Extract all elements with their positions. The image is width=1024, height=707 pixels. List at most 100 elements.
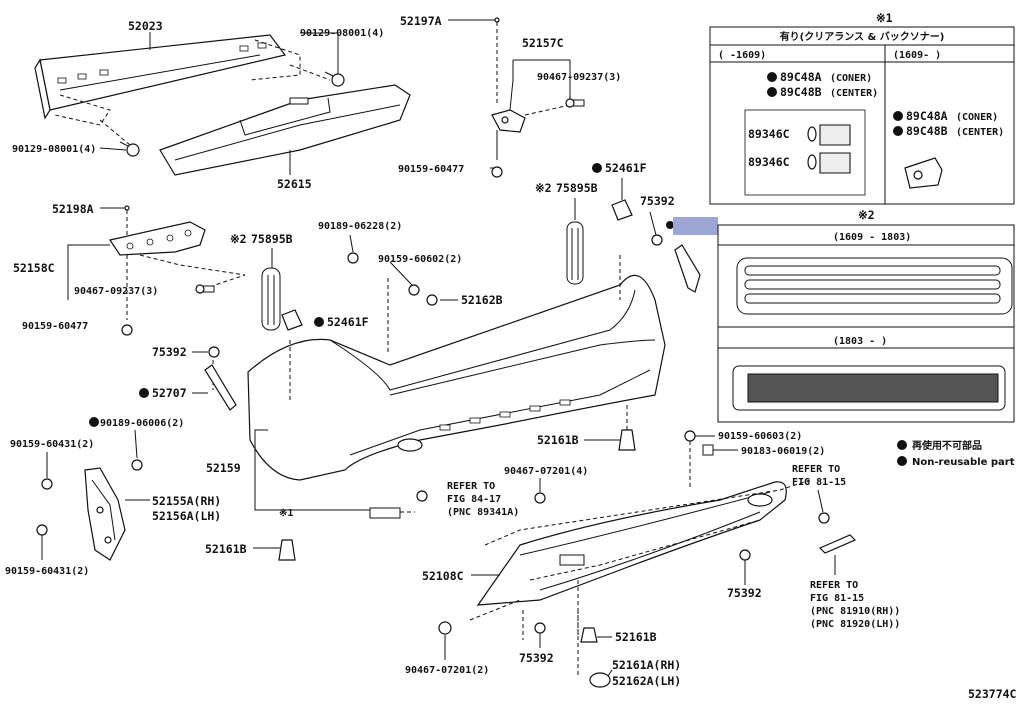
label-52161A: 52161A(RH) bbox=[612, 658, 681, 672]
refer-81b-line3: (PNC 81910(RH)) bbox=[810, 606, 900, 617]
label-52461F-b: 52461F bbox=[327, 315, 369, 329]
label-52198A: 52198A bbox=[52, 202, 94, 216]
label-52155A: 52155A(RH) bbox=[152, 494, 221, 508]
non-reusable-dot-icon bbox=[767, 87, 777, 97]
label-89C48B-2: 89C48B bbox=[906, 124, 948, 138]
label-52197A: 52197A bbox=[400, 14, 442, 28]
non-reusable-dot-icon bbox=[767, 72, 777, 82]
absorber-52615 bbox=[159, 84, 411, 176]
note1-header: 有り(クリアランス & バックソナー) bbox=[780, 30, 945, 43]
label-52161B-a: 52161B bbox=[205, 542, 247, 556]
label-52156A: 52156A(LH) bbox=[152, 509, 221, 523]
bumper-cover-52159 bbox=[247, 274, 666, 481]
label-star1: ※1 bbox=[279, 508, 293, 519]
refer-84-line3: (PNC 89341A) bbox=[447, 507, 519, 518]
diagram-id: 523774C bbox=[968, 687, 1017, 701]
bolt-icon bbox=[416, 490, 428, 502]
bolt-icon bbox=[119, 141, 140, 157]
label-coner-1: (CONER) bbox=[830, 73, 872, 84]
legend-dot-icon bbox=[897, 440, 907, 450]
note2-range1: (1609 - 1803) bbox=[833, 232, 911, 243]
clip-icon bbox=[684, 430, 696, 442]
label-75392-a: 75392 bbox=[640, 194, 675, 208]
label-90159-mid: 90159-60602(2) bbox=[378, 254, 462, 265]
label-52159: 52159 bbox=[206, 461, 241, 475]
screw-icon bbox=[565, 98, 585, 108]
refer-81b-line4: (PNC 81920(LH)) bbox=[810, 619, 900, 630]
non-reusable-dot-icon bbox=[139, 388, 149, 398]
label-90159-left-b: 90159-60431(2) bbox=[5, 566, 89, 577]
clip-icon bbox=[534, 492, 546, 504]
sensor-bracket-new bbox=[904, 157, 943, 189]
clip-icon bbox=[41, 478, 53, 490]
label-coner-2: (CONER) bbox=[956, 112, 998, 123]
lower-cover-52108C bbox=[476, 481, 787, 606]
reflector-strip bbox=[818, 534, 857, 554]
non-reusable-dot-icon bbox=[893, 126, 903, 136]
label-90189-top: 90189-06228(2) bbox=[318, 221, 402, 232]
label-89C48A-1: 89C48A bbox=[780, 70, 822, 84]
refer-81a-line2: FIG 81-15 bbox=[792, 477, 846, 488]
refer-84-line1: REFER TO bbox=[447, 481, 495, 492]
clip-icon bbox=[534, 622, 546, 634]
highlight-box bbox=[673, 217, 718, 235]
label-90189-left: 90189-06006(2) bbox=[100, 418, 184, 429]
retainer-bracket bbox=[491, 109, 526, 133]
clip-icon bbox=[651, 234, 663, 246]
label-75895B-a: 75895B bbox=[556, 181, 598, 195]
label-90467-top: 90467-09237(3) bbox=[537, 72, 621, 83]
legend-en: Non-reusable part bbox=[912, 457, 1015, 468]
refer-84-line2: FIG 84-17 bbox=[447, 494, 501, 505]
nut-icon bbox=[131, 459, 143, 471]
refer-81a-line1: REFER TO bbox=[792, 464, 840, 475]
note1-box bbox=[709, 26, 1015, 205]
label-52615: 52615 bbox=[277, 177, 312, 191]
label-52158C: 52158C bbox=[13, 261, 55, 275]
label-52162A: 52162A(LH) bbox=[612, 674, 681, 688]
label-75392-b: 75392 bbox=[152, 345, 187, 359]
note1-title: ※1 bbox=[876, 11, 893, 25]
label-75392-d: 75392 bbox=[519, 651, 554, 665]
note2-title: ※2 bbox=[858, 208, 875, 222]
label-52023: 52023 bbox=[128, 19, 163, 33]
reinforcement-52023 bbox=[34, 34, 287, 120]
tow-hook-cover bbox=[589, 672, 611, 688]
non-reusable-dot-icon bbox=[893, 111, 903, 121]
side-bracket bbox=[109, 221, 206, 256]
non-reusable-dot-icon bbox=[89, 417, 99, 427]
reflector-pad bbox=[261, 267, 281, 331]
label-center-2: (CENTER) bbox=[956, 127, 1004, 138]
screw-icon bbox=[195, 284, 215, 294]
legend-dot-icon bbox=[897, 456, 907, 466]
sensor-bracket bbox=[369, 507, 401, 519]
reflector-type-b bbox=[732, 365, 1006, 411]
label-89346C-a: 89346C bbox=[748, 127, 790, 141]
note1-col1: ( -1609) bbox=[718, 50, 766, 61]
label-star2-b: ※2 bbox=[230, 232, 247, 246]
non-reusable-dot-icon bbox=[592, 163, 602, 173]
sensor-retainer bbox=[807, 124, 851, 174]
label-52108C: 52108C bbox=[422, 569, 464, 583]
label-90159-left: 90159-60477 bbox=[22, 321, 88, 332]
side-reflector-left bbox=[204, 364, 237, 411]
refer-81b-line1: REFER TO bbox=[810, 580, 858, 591]
label-89C48B-1: 89C48B bbox=[780, 85, 822, 99]
label-center-1: (CENTER) bbox=[830, 88, 878, 99]
label-90467-bottom: 90467-07201(2) bbox=[405, 665, 489, 676]
sensor-holder-box bbox=[744, 109, 866, 196]
label-90159-top: 90159-60477 bbox=[398, 164, 464, 175]
nut-icon bbox=[702, 444, 714, 456]
clip-icon bbox=[208, 346, 220, 358]
note2-range2: (1803 - ) bbox=[833, 336, 887, 347]
bolt-icon bbox=[324, 71, 345, 87]
label-52461F-a: 52461F bbox=[605, 161, 647, 175]
note1-col2: (1609- ) bbox=[893, 50, 941, 61]
label-52157C: 52157C bbox=[522, 36, 564, 50]
nut-icon bbox=[347, 252, 359, 264]
grommet-icon bbox=[426, 294, 438, 306]
clip-icon bbox=[580, 627, 598, 643]
label-75392-c: 75392 bbox=[727, 586, 762, 600]
label-star2-a: ※2 bbox=[535, 181, 552, 195]
label-90129-top: 90129-08001(4) bbox=[300, 28, 384, 39]
side-reflector bbox=[674, 244, 701, 293]
